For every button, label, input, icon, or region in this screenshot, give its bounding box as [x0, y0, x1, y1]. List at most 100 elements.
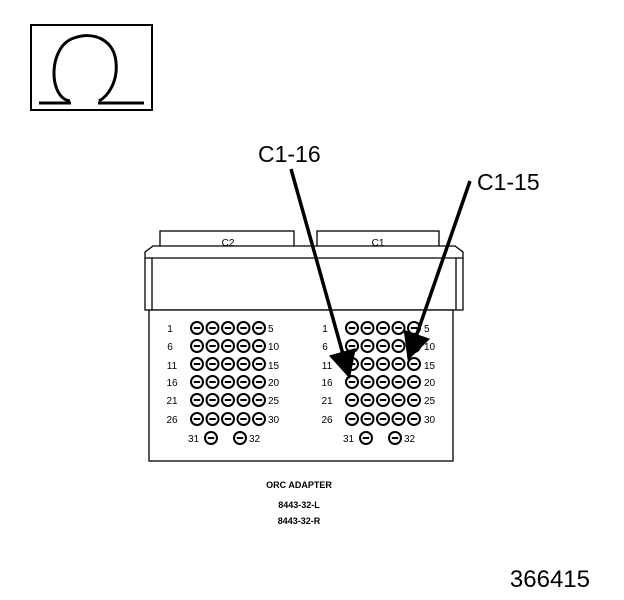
pin-socket: [205, 393, 220, 407]
caption-part-right: 8443-32-R: [278, 516, 321, 526]
pin-socket: [391, 339, 406, 353]
pin-socket: [360, 357, 375, 371]
callout-c1-16-label: C1-16: [258, 141, 321, 167]
pin-row-start-label: 1: [322, 324, 328, 335]
pin-socket: [345, 393, 359, 407]
pin-row-start-label: 6: [167, 342, 173, 353]
pin-socket: [252, 321, 266, 335]
pin-row-start-label: 1: [167, 324, 173, 335]
pin-socket: [360, 321, 375, 335]
figure-number: 366415: [510, 566, 590, 593]
pin-row-end-label: 25: [424, 396, 436, 407]
pin-row-end-label: 15: [268, 361, 280, 372]
pin-socket: [407, 412, 421, 426]
pin-row-end-label: 10: [424, 342, 436, 353]
pin-row-start-label: 26: [321, 415, 333, 426]
pin-row-start-label: 26: [166, 415, 178, 426]
pin-socket: [236, 321, 251, 335]
pin-socket: [376, 393, 390, 407]
pin-row-end-label: 20: [424, 378, 436, 389]
pin-row-start-label: 11: [322, 361, 333, 372]
left-pin-grid: 1 6 11 16 21 26 5 10 15 20 25 30 31 32: [166, 324, 279, 445]
pin-socket: [376, 412, 390, 426]
pin-socket: [204, 431, 218, 445]
pin-row-start-label: 21: [321, 396, 333, 407]
pin-socket: [236, 393, 251, 407]
pin-row-end-label: 5: [424, 324, 430, 335]
pin-socket: [376, 321, 390, 335]
pin-socket: [221, 375, 235, 389]
pin-socket: [190, 321, 204, 335]
pin-row-start-label: 6: [322, 342, 328, 353]
tab-c2-label: C2: [222, 238, 235, 249]
pin-row-end-label: 20: [268, 378, 280, 389]
pin-socket: [359, 431, 373, 445]
pin-socket: [221, 357, 235, 371]
pin-socket: [391, 321, 406, 335]
pin-socket: [205, 321, 220, 335]
pin-socket: [252, 375, 266, 389]
pin-row-start-label: 21: [166, 396, 178, 407]
pin-socket: [252, 412, 266, 426]
pin-socket: [236, 339, 251, 353]
pin-socket: [205, 412, 220, 426]
pin-row-end-label: 15: [424, 361, 436, 372]
pin-socket: [236, 412, 251, 426]
pin-socket: [345, 339, 359, 353]
pin-socket: [376, 375, 390, 389]
pin-socket: [252, 357, 266, 371]
ohm-icon: [39, 34, 144, 105]
pin-row-end-label: 30: [268, 415, 280, 426]
pin-socket: [376, 339, 390, 353]
pin-socket: [345, 375, 359, 389]
pin-socket: [407, 375, 421, 389]
pin-socket: [221, 321, 235, 335]
pin-row-end-label: 25: [268, 396, 280, 407]
pin-socket: [205, 357, 220, 371]
pin-socket: [236, 357, 251, 371]
pin-sockets: [190, 321, 421, 445]
pin-row-start-label: 16: [321, 378, 333, 389]
pin-socket: [221, 393, 235, 407]
caption-title: ORC ADAPTER: [266, 480, 332, 490]
pin-socket: [391, 357, 406, 371]
pin-row-end-label: 30: [424, 415, 436, 426]
callout-c1-16-arrow: [289, 168, 356, 379]
pin-socket: [205, 375, 220, 389]
pin-row-start-label: 11: [167, 361, 178, 372]
callout-c1-15-arrow: [403, 180, 472, 361]
pin-socket: [360, 339, 375, 353]
pin-socket: [391, 375, 406, 389]
tab-c1-label: C1: [372, 238, 385, 249]
pin-socket: [388, 431, 402, 445]
pin-socket: [360, 412, 375, 426]
pin-socket: [376, 357, 390, 371]
right-pin-grid: 1 6 11 16 21 26 5 10 15 20 25 30 31 32: [321, 324, 435, 445]
pin-socket: [252, 339, 266, 353]
pin-socket: [190, 339, 204, 353]
pin-socket: [407, 357, 421, 371]
pin-bottom-start-label: 31: [343, 434, 355, 445]
pin-row-end-label: 5: [268, 324, 274, 335]
pin-socket: [391, 412, 406, 426]
pin-socket: [190, 357, 204, 371]
pin-socket: [360, 375, 375, 389]
pin-socket: [391, 393, 406, 407]
pin-socket: [190, 412, 204, 426]
pin-socket: [205, 339, 220, 353]
pin-socket: [190, 375, 204, 389]
connector-housing-top: [144, 245, 464, 311]
pin-socket: [407, 393, 421, 407]
pin-socket: [190, 393, 204, 407]
pin-socket: [252, 393, 266, 407]
pin-socket: [221, 339, 235, 353]
pin-row-start-label: 16: [166, 378, 178, 389]
pin-bottom-end-label: 32: [404, 434, 416, 445]
pin-socket: [236, 375, 251, 389]
pin-socket: [233, 431, 247, 445]
pin-bottom-start-label: 31: [188, 434, 200, 445]
callout-c1-15-label: C1-15: [477, 169, 540, 195]
caption-part-left: 8443-32-L: [278, 500, 320, 510]
ohm-symbol-box: [30, 24, 153, 111]
